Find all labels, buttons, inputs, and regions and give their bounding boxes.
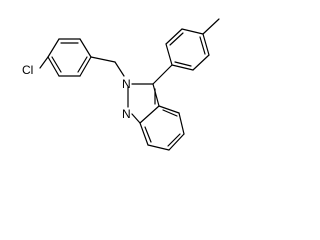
double-bond-inner	[77, 56, 88, 73]
bond	[47, 38, 60, 58]
bond	[139, 105, 160, 124]
chlorine-bond	[39, 56, 49, 69]
chlorophenyl-ring	[47, 38, 92, 77]
bond	[181, 28, 204, 35]
double-bond-inner	[162, 109, 178, 117]
aryl-bond	[152, 64, 173, 85]
bond	[165, 43, 173, 66]
bond	[47, 56, 60, 77]
bond	[79, 38, 92, 58]
bond	[131, 113, 141, 124]
pyrazole-ring	[127, 83, 160, 124]
chlorine-label: Cl	[22, 63, 33, 77]
bond	[152, 83, 160, 107]
bond	[165, 28, 183, 45]
double-bond-inner	[169, 32, 184, 46]
bond	[178, 112, 185, 135]
double-bond-inner	[167, 133, 181, 147]
benzyl-bond	[90, 56, 116, 63]
bond	[158, 105, 180, 114]
molecule-structure: Cl N N	[22, 18, 220, 151]
double-bond-inner	[174, 61, 192, 67]
bond	[79, 56, 92, 77]
bond	[171, 64, 194, 71]
tolyl-ring	[165, 28, 210, 71]
bond	[192, 54, 210, 71]
bond	[202, 33, 210, 56]
methyl-bond	[202, 18, 220, 35]
bond	[139, 122, 149, 146]
double-bond-inner	[199, 36, 206, 55]
nitrogen-2-label: N	[122, 77, 131, 91]
methylene-n-bond	[114, 61, 125, 77]
bond	[168, 133, 185, 151]
nitrogen-1-label: N	[122, 107, 131, 121]
double-bond-inner	[144, 126, 152, 143]
bond	[147, 144, 170, 151]
benzo-ring	[139, 105, 185, 151]
double-bond-inner	[51, 56, 62, 73]
